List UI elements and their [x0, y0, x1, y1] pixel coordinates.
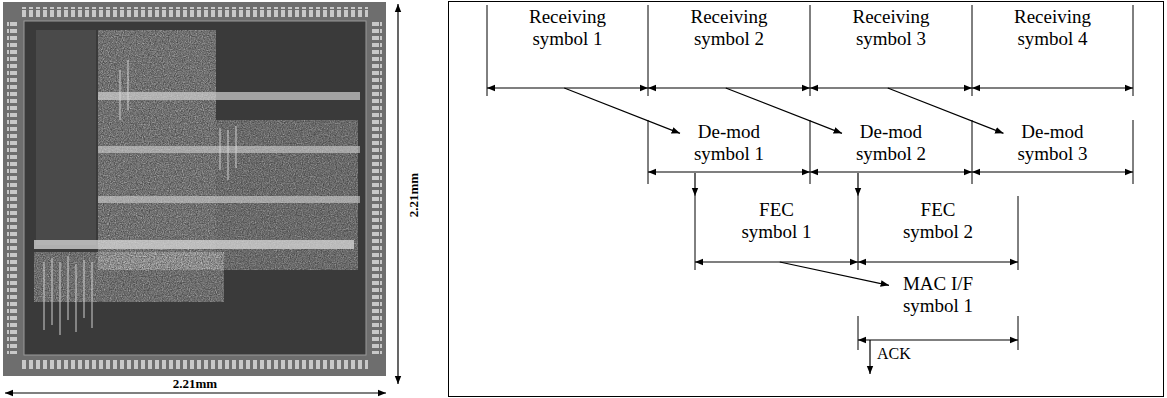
timing-slot: De-mod symbol 3	[972, 118, 1133, 173]
slot-spans	[487, 88, 1133, 340]
die-band	[98, 92, 360, 100]
slot-label: Receiving symbol 1	[523, 6, 613, 50]
timing-arrow	[780, 262, 889, 285]
die-region	[34, 252, 224, 302]
die-band	[98, 196, 360, 203]
timing-slot: Receiving symbol 2	[648, 3, 810, 88]
die-band	[34, 240, 354, 249]
timing-slot: MAC I/F symbol 1	[858, 270, 1018, 340]
timing-arrow	[564, 88, 680, 133]
dimension-label: 2.21mm	[407, 170, 421, 220]
die-region	[36, 30, 96, 245]
ack-arrow	[869, 340, 870, 374]
dimension-arrow	[5, 392, 386, 393]
timing-slot: Receiving symbol 1	[487, 3, 648, 88]
timing-slot: Receiving symbol 3	[810, 3, 972, 88]
chip-photo	[3, 2, 386, 376]
signal-label: ACK	[877, 345, 911, 363]
panel-frame	[449, 2, 1164, 397]
timing-slot: De-mod symbol 1	[648, 118, 810, 173]
slot-label: De-mod symbol 2	[846, 121, 936, 165]
timing-slot: FEC symbol 1	[695, 196, 858, 262]
die-core	[24, 21, 366, 355]
timing-arrow	[857, 173, 858, 196]
slot-label: FEC symbol 1	[732, 199, 822, 243]
timing-slot: FEC symbol 2	[858, 196, 1018, 262]
die-band	[98, 146, 360, 153]
connector-layer	[564, 88, 1003, 285]
slot-label: De-mod symbol 1	[684, 121, 774, 165]
slot-label: Receiving symbol 4	[1008, 6, 1098, 50]
slot-label: De-mod symbol 3	[1008, 121, 1098, 165]
timing-slot: De-mod symbol 2	[810, 118, 972, 173]
pad-row	[372, 22, 382, 354]
pad-row	[7, 22, 17, 354]
slot-label: MAC I/F symbol 1	[893, 273, 983, 317]
pad-row	[22, 360, 368, 370]
slot-label: FEC symbol 2	[893, 199, 983, 243]
pad-row	[22, 7, 368, 17]
dimension-arrow	[397, 4, 398, 384]
timing-slot: Receiving symbol 4	[972, 3, 1133, 88]
dimension-label: 2.21mm	[170, 377, 220, 391]
chip-border	[3, 2, 386, 376]
die-streaks	[44, 60, 236, 335]
slot-ticks	[487, 5, 1133, 350]
timing-arrow	[694, 173, 695, 196]
slot-label: Receiving symbol 2	[684, 6, 774, 50]
slot-label: Receiving symbol 3	[846, 6, 936, 50]
